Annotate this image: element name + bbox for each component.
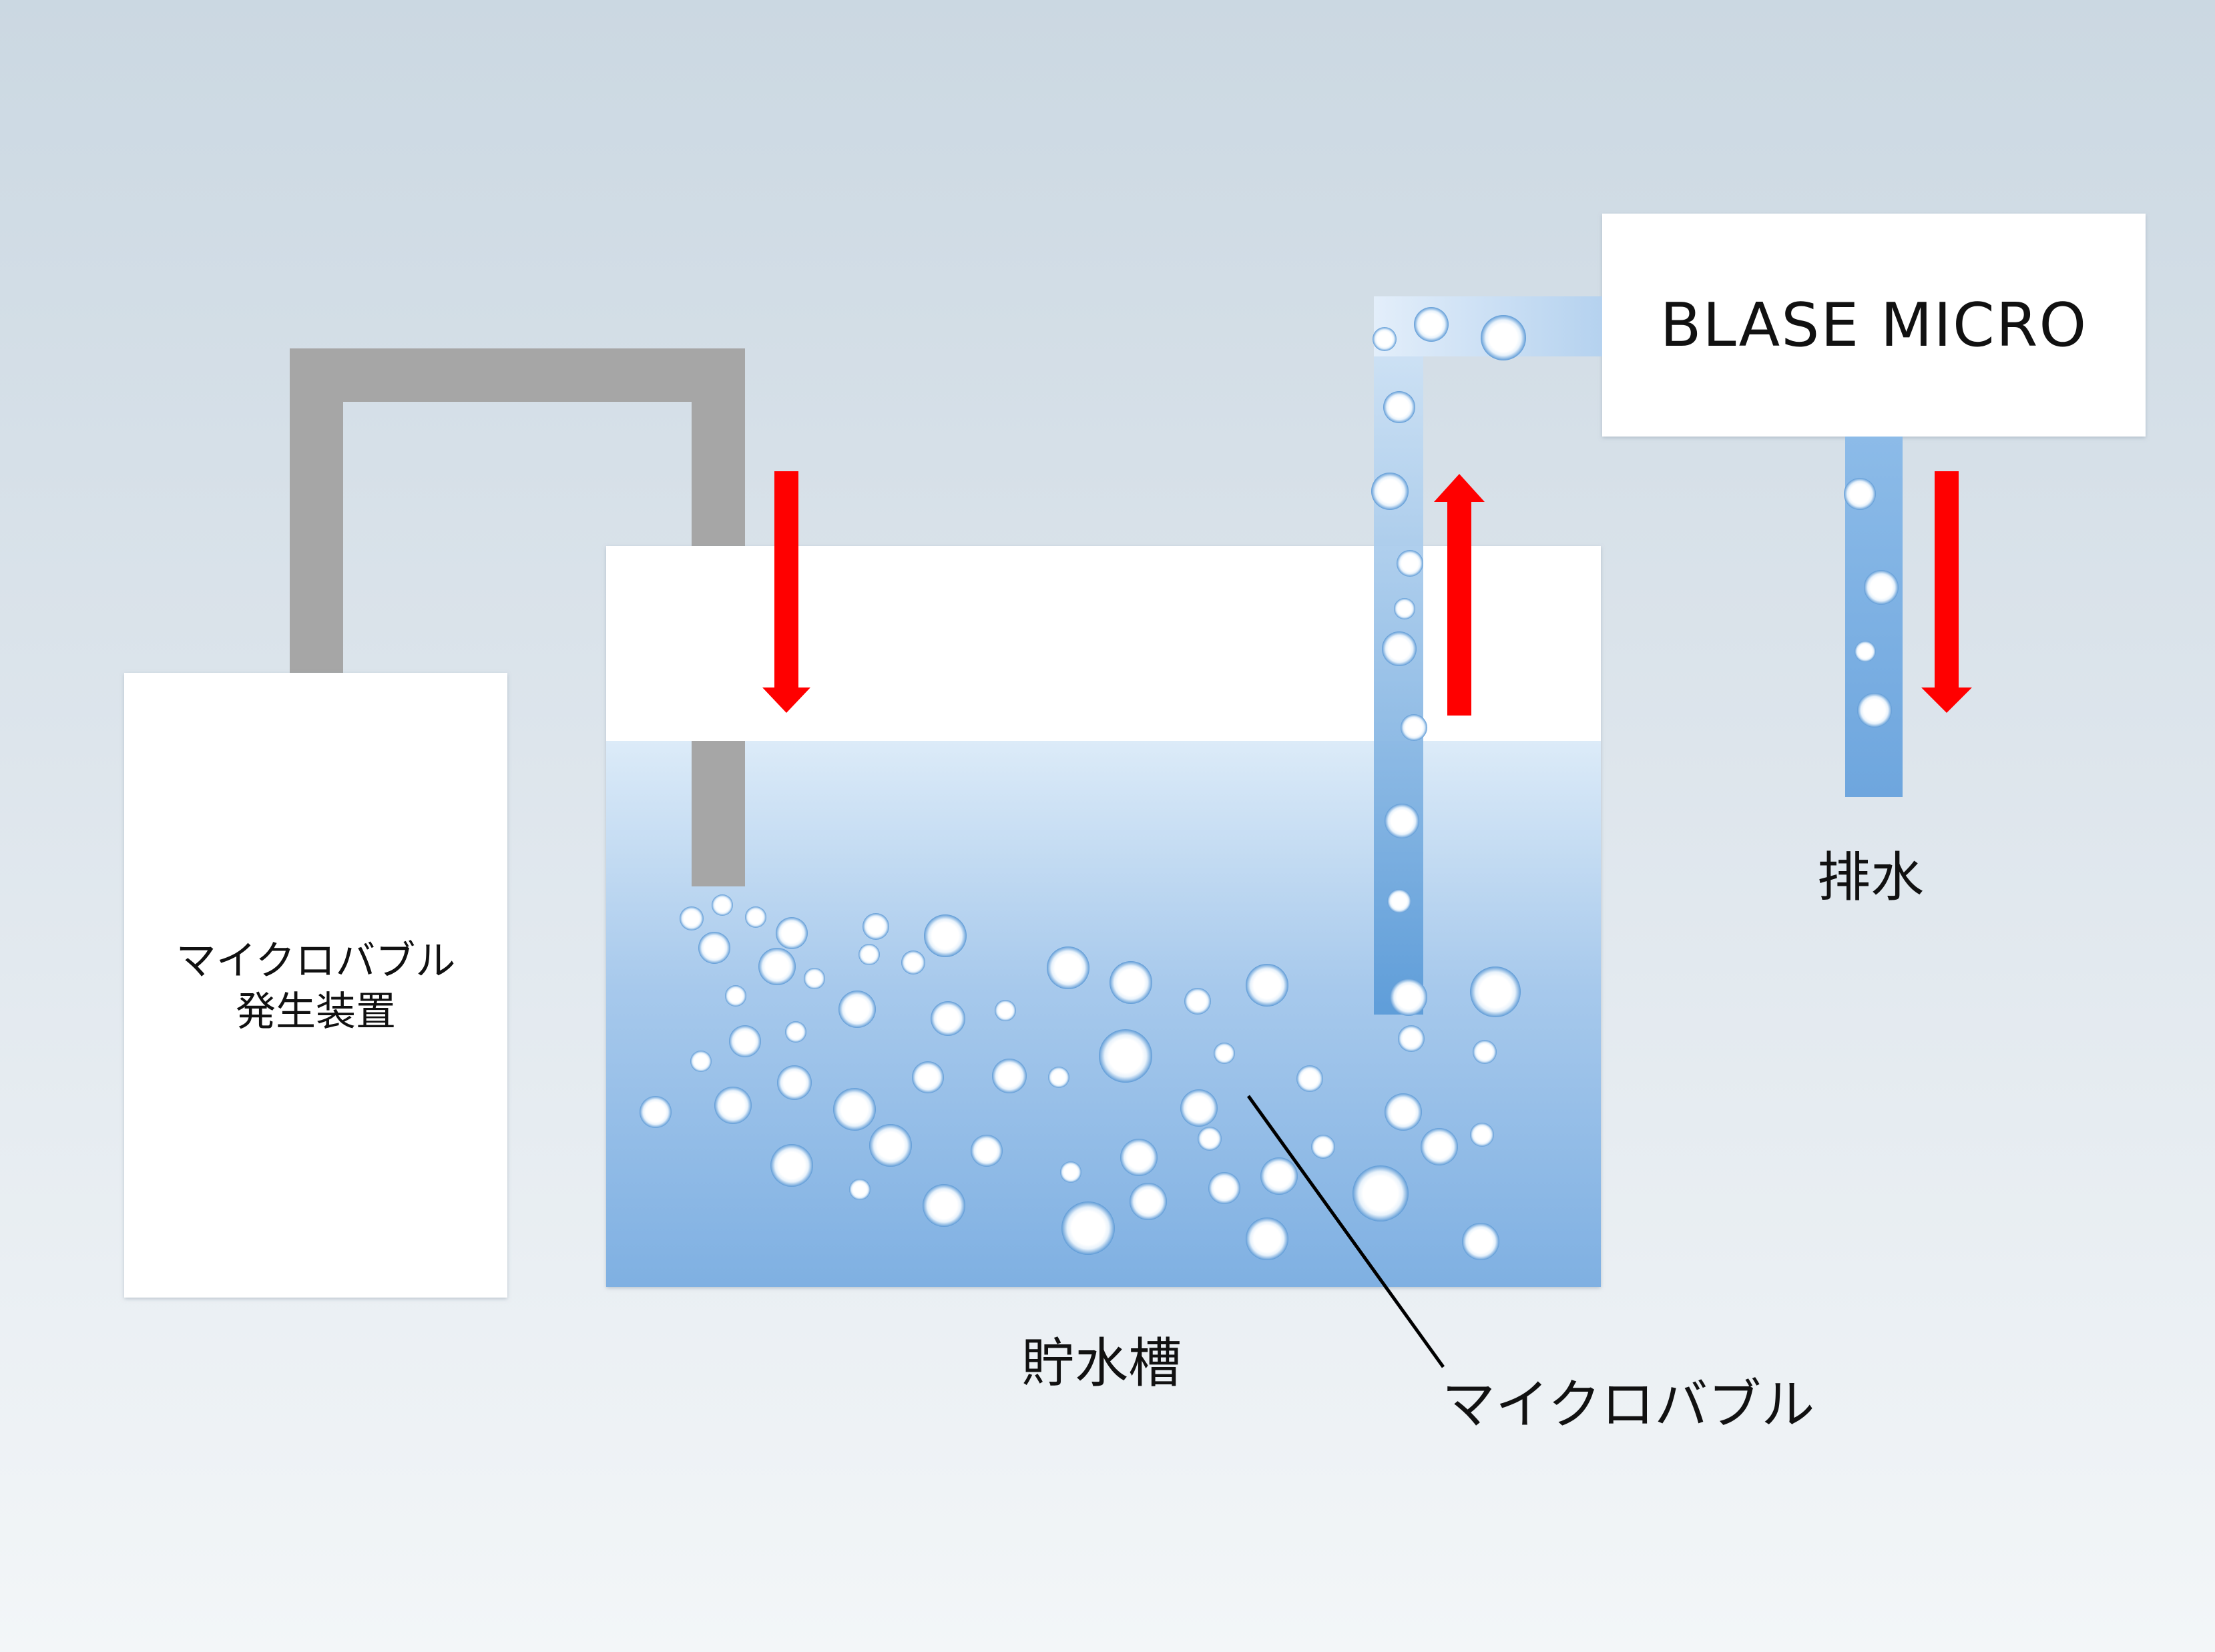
bubble-icon — [1352, 1165, 1409, 1221]
bubble-icon — [931, 1001, 965, 1036]
bubble-icon — [1047, 946, 1089, 989]
bubble-icon — [1246, 964, 1288, 1007]
tank-water — [606, 741, 1601, 1287]
bubble-icon — [912, 1061, 944, 1093]
bubble-icon — [1373, 327, 1397, 351]
bubble-icon — [901, 950, 925, 975]
generator-box — [124, 673, 507, 1298]
bubble-icon — [1180, 1089, 1218, 1127]
bubble-icon — [1387, 889, 1411, 913]
bubble-icon — [1397, 550, 1423, 577]
bubble-icon — [804, 968, 825, 989]
bubble-icon — [1061, 1201, 1115, 1255]
bubble-group — [640, 307, 1899, 1260]
bubble-icon — [1855, 641, 1876, 662]
bubble-icon — [1383, 391, 1415, 423]
bubble-icon — [1099, 1029, 1152, 1083]
bubble-icon — [1394, 598, 1415, 619]
bubble-icon — [1060, 1161, 1081, 1183]
bubble-icon — [680, 906, 704, 930]
bubble-icon — [1470, 1123, 1494, 1147]
bubble-icon — [785, 1021, 806, 1043]
bubble-icon — [1390, 979, 1427, 1016]
bubble-leader-line — [1246, 1095, 1445, 1368]
bubble-icon — [1198, 1127, 1222, 1151]
red-arrow-icon — [1921, 471, 1972, 713]
bubble-icon — [1371, 473, 1409, 510]
bubble-icon — [712, 894, 733, 916]
bubble-icon — [869, 1124, 912, 1167]
red-arrow-icon — [1434, 474, 1485, 716]
bubble-icon — [1296, 1065, 1323, 1092]
generator-label: マイクロバブル 発生装置 — [124, 673, 507, 1300]
bubble-icon — [923, 1184, 965, 1227]
bubble-icon — [1214, 1043, 1235, 1064]
bubble-icon — [776, 917, 808, 949]
generator-label-line2: 発生装置 — [236, 989, 396, 1035]
bubble-icon — [858, 944, 880, 965]
bubble-icon — [863, 913, 889, 940]
bubble-icon — [1857, 693, 1892, 728]
tank-label: 貯水槽 — [1021, 1332, 1182, 1394]
bubble-icon — [1470, 967, 1521, 1017]
blase-micro-box — [1602, 214, 2146, 437]
bubble-icon — [1864, 570, 1899, 605]
bubble-icon — [1414, 307, 1449, 342]
bubble-icon — [1130, 1183, 1167, 1220]
bubble-icon — [1246, 1217, 1288, 1260]
bubble-icon — [1473, 1040, 1497, 1064]
bubble-icon — [1401, 714, 1427, 741]
bubble-icon — [745, 906, 766, 928]
generator-label-line1: マイクロバブル — [176, 938, 456, 985]
bubble-icon — [698, 932, 730, 964]
red-arrow-icon — [762, 471, 810, 713]
bubble-icon — [1120, 1139, 1158, 1176]
bubble-icon — [777, 1065, 812, 1100]
bubble-icon — [833, 1088, 876, 1131]
bubble-icon — [640, 1096, 672, 1128]
bubble-icon — [1311, 1135, 1335, 1159]
bubble-icon — [729, 1025, 761, 1057]
bubble-icon — [1385, 804, 1419, 838]
bubble-icon — [992, 1059, 1027, 1093]
bubble-icon — [1048, 1067, 1069, 1088]
bubble-icon — [1382, 631, 1417, 666]
bubble-icon — [1184, 988, 1211, 1015]
bubble-icon — [725, 985, 746, 1007]
bubble-icon — [1110, 961, 1152, 1004]
bubble-icon — [1462, 1223, 1499, 1260]
bubble-icon — [924, 914, 967, 957]
bubble-icon — [714, 1087, 752, 1124]
device-label: BLASE MICRO — [1660, 290, 2088, 360]
bubble-icon — [1398, 1025, 1425, 1052]
bubble-icon — [1208, 1172, 1240, 1204]
bubble-icon — [770, 1144, 813, 1187]
bubble-icon — [1844, 478, 1876, 510]
bubble-icon — [758, 948, 796, 985]
bubble-icon — [995, 1000, 1016, 1021]
bubble-icon — [838, 991, 876, 1028]
bubble-icon — [971, 1135, 1003, 1167]
bubble-icon — [1385, 1093, 1422, 1131]
bubble-label: マイクロバブル — [1442, 1374, 1815, 1436]
bubble-icon — [690, 1051, 712, 1072]
supply-pipe-outlet — [692, 741, 745, 886]
bubble-icon — [1421, 1128, 1458, 1165]
bubble-icon — [1481, 315, 1526, 360]
drain-label: 排水 — [1817, 846, 1924, 908]
bubble-icon — [849, 1179, 871, 1200]
bubble-icon — [1260, 1157, 1298, 1195]
